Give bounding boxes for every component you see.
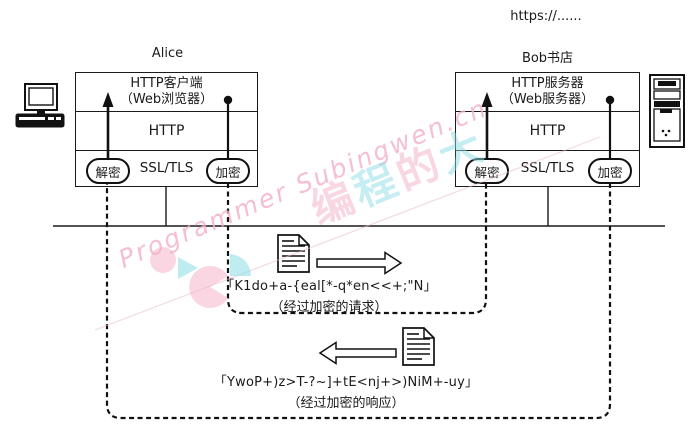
bob-decrypt-oval: 解密	[465, 158, 509, 184]
bob-app-layer: HTTP服务器 （Web服务器）	[456, 73, 639, 112]
watermark-cjk-char: 编	[303, 171, 365, 234]
response-document-icon	[402, 327, 435, 366]
bob-app-line2: （Web服务器）	[500, 92, 595, 107]
request-ciphertext: 「K1do+a-{eal[*-q*en<<+;"N」	[221, 279, 437, 294]
alice-decrypt-oval: 解密	[86, 158, 130, 184]
bob-http-layer: HTTP	[456, 112, 639, 151]
alice-encrypt-oval: 加密	[206, 158, 250, 184]
alice-app-line1: HTTP客户端	[130, 76, 203, 91]
response-direction-arrow	[318, 341, 397, 365]
bob-title: Bob书店	[521, 51, 574, 66]
watermark-cjk-char: 的	[389, 136, 451, 200]
desktop-computer-icon	[15, 83, 65, 128]
encrypted-request-message: 「K1do+a-{eal[*-q*en<<+;"N」 （经过加密的请求）	[179, 275, 479, 315]
alice-ssl-label: SSL/TLS	[139, 159, 194, 176]
bob-ssl-label: SSL/TLS	[520, 159, 575, 176]
bob-encrypt-oval: 加密	[588, 158, 632, 184]
alice-app-layer: HTTP客户端 （Web浏览器）	[76, 73, 257, 112]
alice-app-line2: （Web浏览器）	[119, 92, 214, 107]
server-tower-icon	[649, 74, 685, 148]
encrypted-response-message: 「YwoP+)z>T-?~]+tE<nj+>)NiM+-uy」 （经过加密的响应…	[196, 371, 496, 411]
request-document-icon	[277, 234, 310, 273]
alice-title: Alice	[151, 46, 184, 61]
alice-http-layer: HTTP	[76, 112, 257, 151]
bob-http-label: HTTP	[529, 123, 566, 139]
alice-http-label: HTTP	[148, 123, 185, 139]
bob-app-line1: HTTP服务器	[511, 76, 584, 91]
request-direction-arrow	[316, 251, 403, 275]
response-caption: （经过加密的响应）	[287, 396, 405, 411]
request-caption: （经过加密的请求）	[270, 300, 388, 315]
https-url-label: https://......	[510, 9, 582, 24]
watermark-cjk-char: 程	[346, 154, 408, 217]
response-ciphertext: 「YwoP+)z>T-?~]+tE<nj+>)NiM+-uy」	[213, 375, 479, 390]
